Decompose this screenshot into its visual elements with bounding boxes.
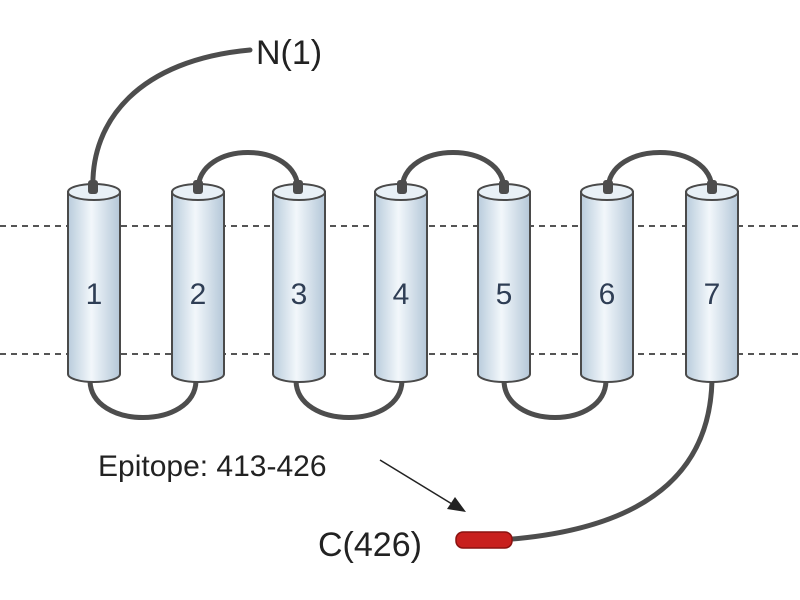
helix-7: 7 [685,183,739,383]
helix-top-stubs [88,180,717,194]
c-terminal-tail [497,377,715,543]
intracellular-loop-3 [501,377,609,420]
helix-2: 2 [171,183,225,383]
helix-3: 3 [272,183,326,383]
helix-4: 4 [374,183,428,383]
intracellular-loop-2 [293,377,405,420]
epitope-segment [455,531,513,549]
n-terminal-tail [90,47,253,193]
helix-5-label: 5 [496,278,513,311]
helix-7-label: 7 [704,278,721,311]
helix-4-label: 4 [393,278,410,311]
helix-2-label: 2 [190,278,207,311]
helix-1: 1 [67,183,121,383]
intracellular-loop-1 [87,377,199,420]
helix-1-label: 1 [86,278,103,311]
epitope-arrow-line [379,459,453,505]
c-terminus-label: C(426) [318,526,422,564]
extracellular-loop-1 [195,150,301,193]
epitope-label: Epitope: 413-426 [98,450,327,483]
extracellular-loop-3 [605,150,715,193]
helix-5: 5 [477,183,531,383]
n-terminus-label: N(1) [256,34,322,72]
helix-3-label: 3 [291,278,308,311]
epitope-arrow-head [447,497,466,512]
helix-6-label: 6 [599,278,616,311]
helix-6: 6 [580,183,634,383]
extracellular-loop-2 [399,150,507,193]
